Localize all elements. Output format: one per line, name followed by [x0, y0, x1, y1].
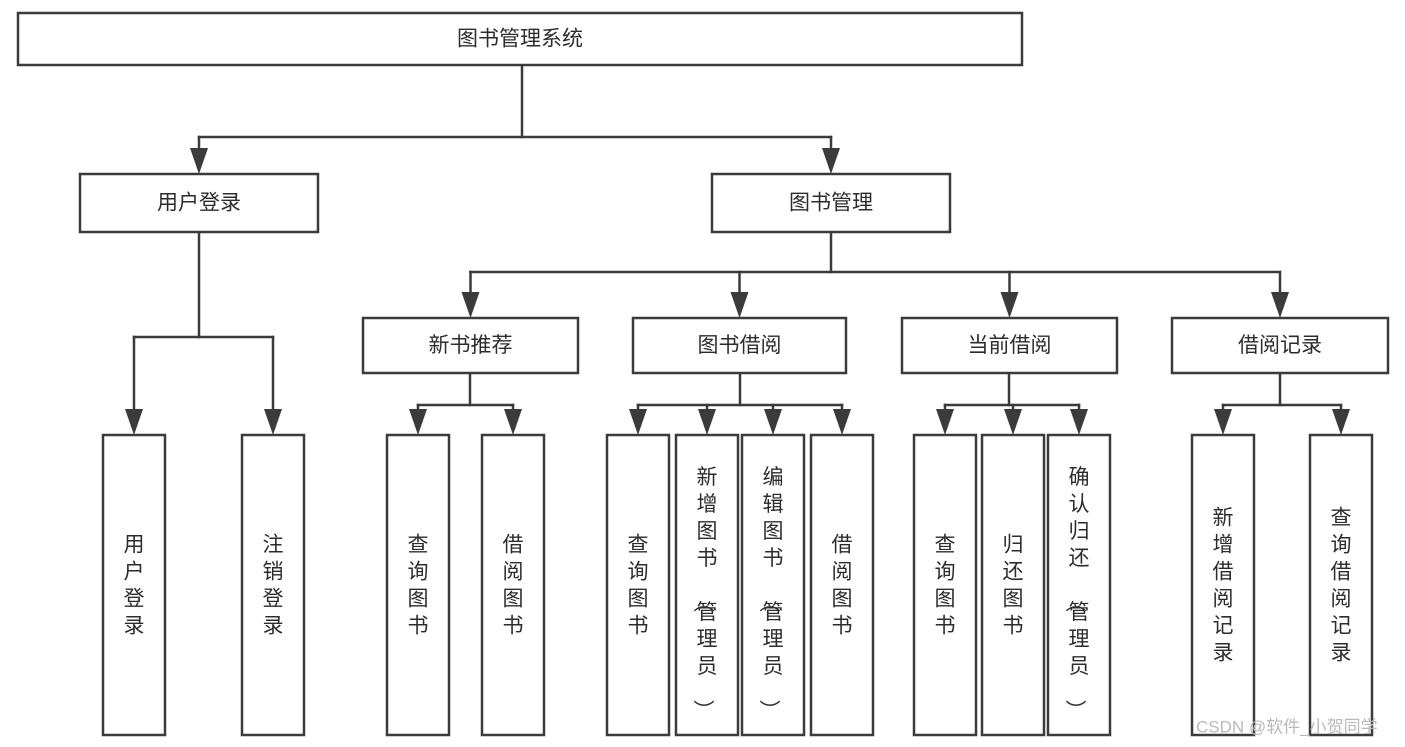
node-book-borrow[interactable]: 图书借阅: [631, 316, 848, 375]
node-new-book-rec[interactable]: 新书推荐: [361, 316, 580, 375]
node-box-leaf-query-book-2[interactable]: [605, 433, 671, 737]
connector-group-user-login: [125, 230, 282, 435]
arrow-head-icon: [936, 409, 954, 435]
connector-group-book-manage: [461, 230, 1289, 318]
arrow-head-icon: [1271, 292, 1289, 318]
node-box-book-manage[interactable]: [710, 172, 952, 234]
node-leaf-add-book[interactable]: 新增图书（管理员）: [674, 433, 740, 737]
node-label-book-borrow: 图书借阅: [698, 334, 782, 357]
node-label-current-borrow: 当前借阅: [968, 334, 1052, 357]
node-label-leaf-user-logout: 注销登录: [263, 533, 284, 637]
node-box-leaf-borrow-book-2[interactable]: [809, 433, 875, 737]
node-label-leaf-borrow-book-1: 借阅图书: [503, 533, 524, 637]
node-label-leaf-add-record: 新增借阅记录: [1213, 506, 1234, 664]
node-label-new-book-rec: 新书推荐: [429, 334, 513, 357]
node-leaf-query-book-3[interactable]: 查询图书: [912, 433, 978, 737]
node-box-leaf-query-book-3[interactable]: [912, 433, 978, 737]
arrow-head-icon: [264, 409, 282, 435]
watermark-text: CSDN @软件_小贺同学: [1196, 717, 1378, 736]
node-label-borrow-record: 借阅记录: [1238, 334, 1322, 357]
node-leaf-query-book-2[interactable]: 查询图书: [605, 433, 671, 737]
connectors-layer: [125, 63, 1350, 435]
arrow-head-icon: [1070, 409, 1088, 435]
node-label-leaf-query-book-2: 查询图书: [628, 533, 649, 637]
arrow-head-icon: [698, 409, 716, 435]
node-leaf-user-logout[interactable]: 注销登录: [240, 433, 306, 737]
arrow-head-icon: [125, 409, 143, 435]
node-label-leaf-user-login: 用户登录: [124, 533, 145, 637]
node-book-manage[interactable]: 图书管理: [710, 172, 952, 234]
arrow-head-icon: [190, 148, 208, 174]
node-box-leaf-query-record[interactable]: [1308, 433, 1374, 737]
node-label-leaf-borrow-book-2: 借阅图书: [832, 533, 853, 637]
node-box-leaf-edit-book[interactable]: [740, 433, 806, 737]
arrow-head-icon: [1332, 409, 1350, 435]
arrow-head-icon: [730, 292, 749, 318]
node-box-current-borrow[interactable]: [900, 316, 1119, 375]
node-leaf-user-login[interactable]: 用户登录: [101, 433, 167, 737]
node-label-user-login: 用户登录: [157, 192, 241, 215]
node-leaf-query-book-1[interactable]: 查询图书: [385, 433, 451, 737]
node-leaf-return-book[interactable]: 归还图书: [980, 433, 1046, 737]
node-box-leaf-borrow-book-1[interactable]: [480, 433, 546, 737]
node-label-leaf-query-book-3: 查询图书: [935, 533, 956, 637]
node-leaf-borrow-book-1[interactable]: 借阅图书: [480, 433, 546, 737]
node-leaf-borrow-book-2[interactable]: 借阅图书: [809, 433, 875, 737]
node-box-leaf-user-login[interactable]: [101, 433, 167, 737]
arrow-head-icon: [1000, 292, 1019, 318]
node-label-leaf-edit-book: 编辑图书（管理员）: [758, 466, 784, 721]
nodes-layer: 图书管理系统用户登录图书管理新书推荐图书借阅当前借阅借阅记录用户登录注销登录查询…: [16, 11, 1390, 737]
arrow-head-icon: [1214, 409, 1232, 435]
node-box-leaf-query-book-1[interactable]: [385, 433, 451, 737]
connector-group-borrow-record: [1214, 371, 1350, 435]
node-label-book-manage: 图书管理: [789, 192, 873, 215]
node-box-leaf-add-book[interactable]: [674, 433, 740, 737]
node-label-leaf-confirm-return: 确认归还（管理员）: [1064, 466, 1090, 721]
node-box-new-book-rec[interactable]: [361, 316, 580, 375]
node-leaf-add-record[interactable]: 新增借阅记录: [1190, 433, 1256, 737]
arrow-head-icon: [629, 409, 647, 435]
arrow-head-icon: [409, 409, 427, 435]
node-box-root[interactable]: [16, 11, 1024, 67]
arrow-head-icon: [764, 409, 782, 435]
node-leaf-query-record[interactable]: 查询借阅记录: [1308, 433, 1374, 737]
node-leaf-confirm-return[interactable]: 确认归还（管理员）: [1046, 433, 1112, 737]
connector-group-book-borrow: [629, 371, 851, 435]
arrow-head-icon: [504, 409, 522, 435]
node-label-leaf-add-book: 新增图书（管理员）: [692, 466, 718, 721]
arrow-head-icon: [1004, 409, 1022, 435]
arrow-head-icon: [822, 148, 840, 174]
node-box-leaf-confirm-return[interactable]: [1046, 433, 1112, 737]
node-box-book-borrow[interactable]: [631, 316, 848, 375]
node-root[interactable]: 图书管理系统: [16, 11, 1024, 67]
connector-group-root: [190, 63, 840, 174]
node-label-leaf-query-book-1: 查询图书: [408, 533, 429, 637]
node-borrow-record[interactable]: 借阅记录: [1170, 316, 1390, 375]
node-leaf-edit-book[interactable]: 编辑图书（管理员）: [740, 433, 806, 737]
node-box-leaf-add-record[interactable]: [1190, 433, 1256, 737]
node-label-leaf-query-record: 查询借阅记录: [1331, 506, 1352, 664]
node-label-leaf-return-book: 归还图书: [1003, 533, 1024, 637]
node-current-borrow[interactable]: 当前借阅: [900, 316, 1119, 375]
node-box-leaf-user-logout[interactable]: [240, 433, 306, 737]
arrow-head-icon: [833, 409, 851, 435]
node-label-root: 图书管理系统: [457, 28, 583, 51]
node-box-user-login[interactable]: [78, 172, 320, 234]
node-box-borrow-record[interactable]: [1170, 316, 1390, 375]
connector-group-current-borrow: [936, 371, 1088, 435]
node-user-login[interactable]: 用户登录: [78, 172, 320, 234]
node-box-leaf-return-book[interactable]: [980, 433, 1046, 737]
connector-group-new-book-rec: [409, 371, 522, 435]
arrow-head-icon: [461, 292, 480, 318]
